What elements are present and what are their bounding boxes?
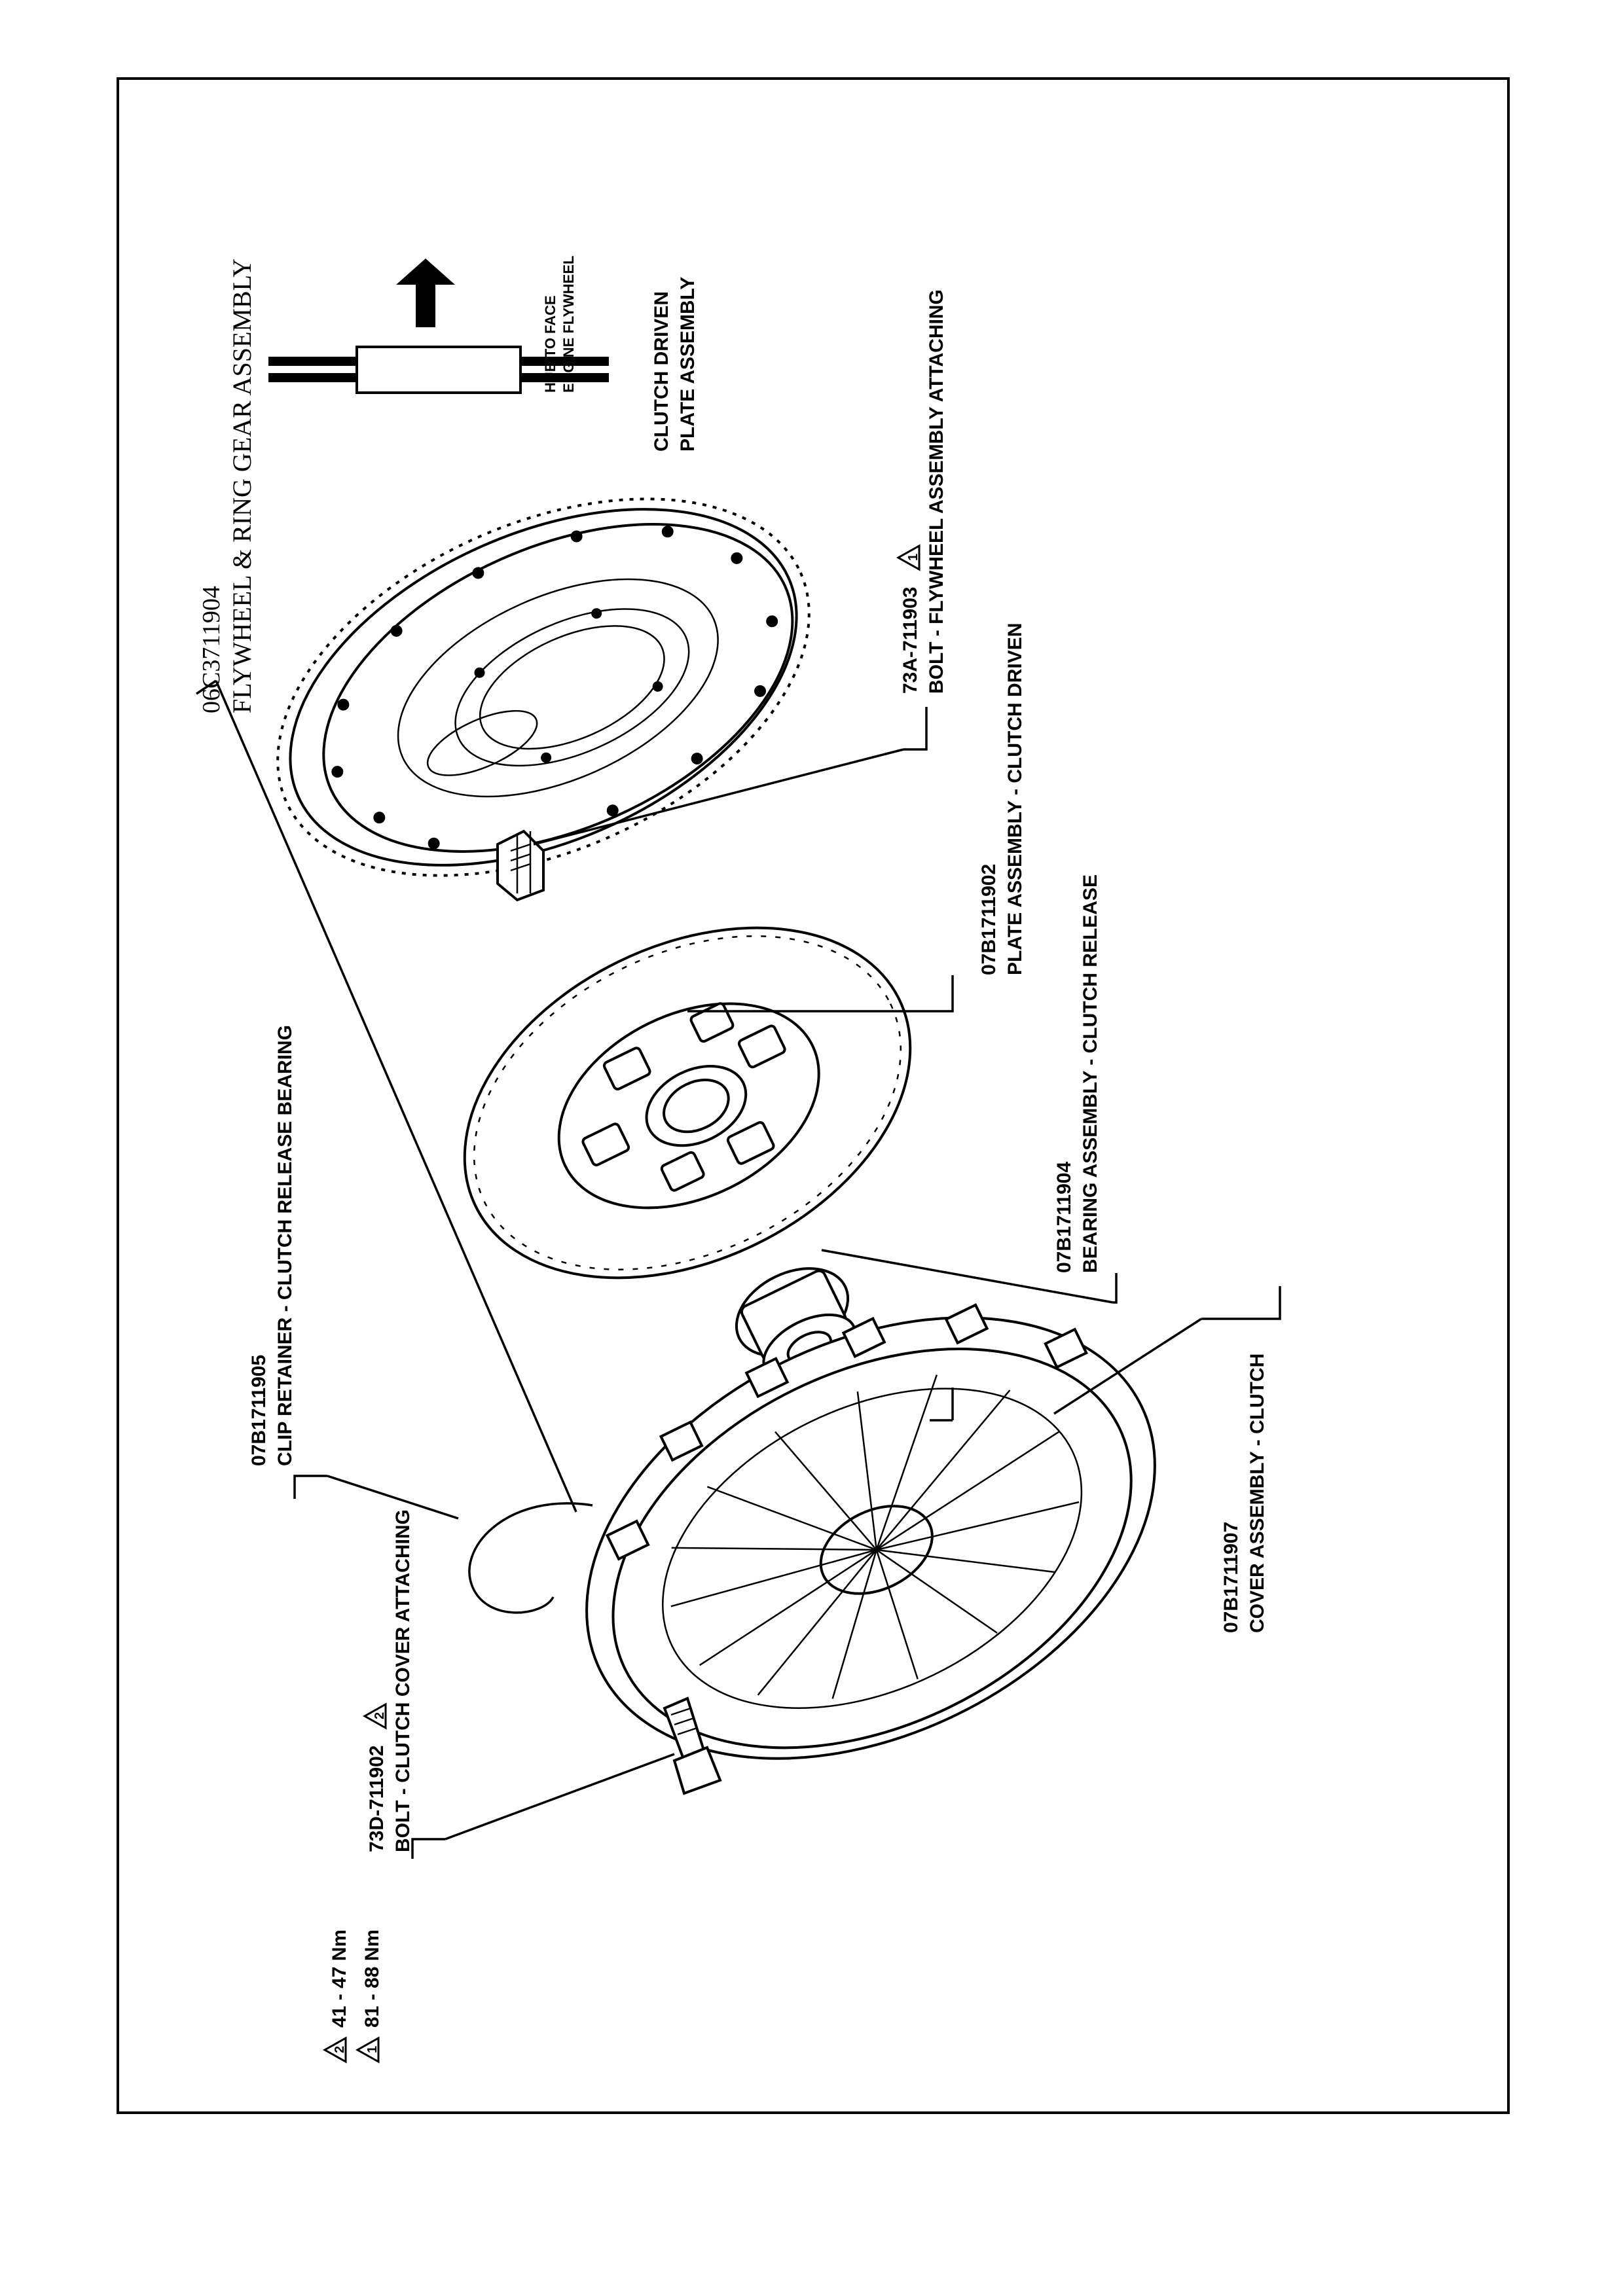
cover-callout: 07B1711907 COVER ASSEMBLY - CLUTCH (1220, 1354, 1268, 1633)
torque-value-41-47: 41 - 47 Nm (329, 1929, 350, 2028)
torque-1-triangle-icon: 1 (896, 544, 921, 571)
bearing-callout: 07B1711904 BEARING ASSEMBLY - CLUTCH REL… (1053, 874, 1101, 1273)
clutch-driven-plate (463, 926, 912, 1280)
plate-code: 07B1711902 (978, 864, 1000, 975)
svg-text:2: 2 (333, 2046, 347, 2053)
drawing-frame (117, 77, 1510, 2114)
torque-legend-row-2: 2 41 - 47 Nm (322, 1929, 350, 2064)
bearing-name: BEARING ASSEMBLY - CLUTCH RELEASE (1080, 874, 1101, 1273)
flywheel-name: FLYWHEEL & RING GEAR ASSEMBLY (227, 259, 257, 713)
clutch-cover-assembly (585, 1303, 1156, 1760)
flywheel-bolt-name: BOLT - FLYWHEEL ASSEMBLY ATTACHING (926, 289, 947, 694)
flywheel-ring-gear (276, 497, 811, 877)
plate-orientation-note: CLUTCH DRIVEN PLATE ASSEMBLY (651, 277, 699, 452)
svg-text:1: 1 (365, 2046, 380, 2053)
hub-note-line1: HUB TO FACE (542, 295, 558, 393)
torque-2-triangle-icon: 2 (362, 1702, 387, 1730)
torque-value-81-88: 81 - 88 Nm (361, 1929, 383, 2028)
flywheel-bolt (496, 829, 545, 902)
leader-lines (196, 679, 1281, 1859)
torque-legend-row-1: 1 81 - 88 Nm (355, 1929, 383, 2064)
flywheel-callout: 06C3711904 FLYWHEEL & RING GEAR ASSEMBLY (198, 259, 257, 713)
clip-code: 07B1711905 (248, 1355, 270, 1466)
cover-bolt-callout: 73D-711902 2 BOLT - CLUTCH COVER ATTACHI… (362, 1509, 414, 1852)
clip-callout: 07B1711905 CLIP RETAINER - CLUTCH RELEAS… (248, 1025, 296, 1466)
torque-legend: 2 41 - 47 Nm 1 81 - 88 Nm (322, 1929, 383, 2064)
direction-arrow-icon (396, 259, 455, 327)
flywheel-bolt-code: 73A-711903 (900, 587, 921, 694)
bearing-code: 07B1711904 (1053, 1162, 1075, 1273)
cover-name: COVER ASSEMBLY - CLUTCH (1247, 1354, 1268, 1633)
plate-name: PLATE ASSEMBLY - CLUTCH DRIVEN (1004, 623, 1026, 975)
clip-name: CLIP RETAINER - CLUTCH RELEASE BEARING (274, 1025, 296, 1466)
svg-text:1: 1 (906, 554, 921, 561)
svg-text:2: 2 (373, 1712, 387, 1719)
plate-note-line1: CLUTCH DRIVEN (651, 291, 672, 452)
hub-orientation-symbol (268, 346, 609, 394)
flywheel-bolt-callout: 73A-711903 1 BOLT - FLYWHEEL ASSEMBLY AT… (896, 289, 947, 694)
cover-code: 07B1711907 (1220, 1522, 1242, 1633)
plate-note-line2: PLATE ASSEMBLY (677, 277, 699, 452)
hub-note-line2: ENGINE FLYWHEEL (560, 256, 577, 393)
flywheel-code: 06C3711904 (198, 586, 225, 713)
hub-note: HUB TO FACE ENGINE FLYWHEEL (542, 256, 577, 393)
plate-callout: 07B1711902 PLATE ASSEMBLY - CLUTCH DRIVE… (978, 623, 1026, 975)
cover-bolt (663, 1696, 722, 1795)
cover-bolt-name: BOLT - CLUTCH COVER ATTACHING (392, 1509, 414, 1852)
cover-bolt-code: 73D-711902 (366, 1746, 388, 1852)
clip-retainer (468, 1502, 593, 1614)
